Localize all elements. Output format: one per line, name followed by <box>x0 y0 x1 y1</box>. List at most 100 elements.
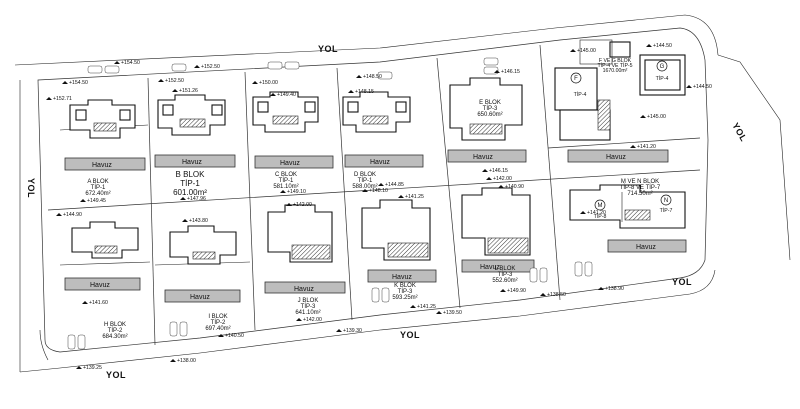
svg-text:TİP-4: TİP-4 <box>574 91 587 98</box>
level-marker: +145.00 <box>570 48 596 54</box>
svg-text:+152.71: +152.71 <box>53 96 72 102</box>
pool-label: Havuz <box>92 162 112 169</box>
svg-text:K BLOK: K BLOK <box>394 283 416 289</box>
pool-label: Havuz <box>90 282 110 289</box>
building-l <box>461 187 531 256</box>
svg-text:+147.96: +147.96 <box>187 196 206 202</box>
parking <box>67 57 593 350</box>
pool-fg: Havuz <box>567 149 669 163</box>
svg-text:TİP-3: TİP-3 <box>483 105 498 112</box>
pool-c: Havuz <box>254 155 334 169</box>
pool-label: Havuz <box>280 160 300 167</box>
level-marker: +149.10 <box>280 189 306 195</box>
pool-h: Havuz <box>64 277 141 291</box>
building-a <box>69 99 136 139</box>
svg-text:H BLOK: H BLOK <box>104 322 126 328</box>
svg-text:+144.85: +144.85 <box>385 182 404 188</box>
svg-text:+152.50: +152.50 <box>201 64 220 70</box>
svg-text:593.25m²: 593.25m² <box>392 295 417 301</box>
building-mn <box>569 184 686 229</box>
svg-text:+146.15: +146.15 <box>501 69 520 75</box>
svg-text:581.10m²: 581.10m² <box>273 184 298 190</box>
svg-text:TİP-7: TİP-7 <box>660 207 673 214</box>
level-marker: +147.96 <box>180 196 206 202</box>
level-marker: +139.50 <box>436 310 462 316</box>
svg-text:TİP-3: TİP-3 <box>398 288 413 295</box>
svg-text:TİP-8 VE TİP-7: TİP-8 VE TİP-7 <box>620 184 661 191</box>
svg-text:588.00m²: 588.00m² <box>352 184 377 190</box>
svg-text:+151.26: +151.26 <box>179 88 198 94</box>
svg-text:TİP-4: TİP-4 <box>656 75 669 82</box>
building-c <box>252 91 319 133</box>
svg-text:552.60m²: 552.60m² <box>492 278 517 284</box>
building-b <box>157 94 226 136</box>
road-label-left: YOL <box>26 178 36 198</box>
svg-text:+139.50: +139.50 <box>443 310 462 316</box>
svg-text:+144.90: +144.90 <box>63 212 82 218</box>
circle-tag-n: N TİP-7 <box>660 194 673 214</box>
pool-label: Havuz <box>190 294 210 301</box>
svg-text:TİP-3: TİP-3 <box>301 303 316 310</box>
level-marker: +140.90 <box>498 184 524 190</box>
svg-text:+138.90: +138.90 <box>605 286 624 292</box>
level-marker: +138.00 <box>170 358 196 364</box>
svg-text:J BLOK: J BLOK <box>298 298 319 304</box>
svg-text:650.60m²: 650.60m² <box>477 112 502 118</box>
pool-label: Havuz <box>370 159 390 166</box>
svg-text:N: N <box>664 198 668 204</box>
pool-label: Havuz <box>182 159 202 166</box>
level-marker: +154.50 <box>114 60 140 66</box>
building-e <box>449 77 523 141</box>
svg-text:+149.10: +149.10 <box>287 189 306 195</box>
pools: Havuz Havuz Havuz Havuz Havuz Havuz Havu… <box>64 149 687 303</box>
site-boundary <box>14 14 791 373</box>
pool-b: Havuz <box>154 154 236 168</box>
svg-text:+145.00: +145.00 <box>577 48 596 54</box>
svg-text:TİP-2: TİP-2 <box>211 319 226 326</box>
svg-text:L BLOK: L BLOK <box>495 266 516 272</box>
svg-text:D BLOK: D BLOK <box>354 172 376 178</box>
pool-a: Havuz <box>64 157 146 171</box>
building-j <box>267 204 333 263</box>
block-label-k: K BLOK TİP-3 593.25m² <box>392 283 417 301</box>
svg-text:+141.20: +141.20 <box>637 144 656 150</box>
pool-j: Havuz <box>264 281 346 294</box>
svg-text:+148.15: +148.15 <box>355 89 374 95</box>
level-marker: +144.50 <box>646 43 672 49</box>
svg-text:TİP-1: TİP-1 <box>91 184 106 191</box>
svg-text:601.00m²: 601.00m² <box>173 188 207 197</box>
svg-text:+149.90: +149.90 <box>507 288 526 294</box>
road-label-top: YOL <box>318 44 338 54</box>
svg-text:E BLOK: E BLOK <box>479 100 501 106</box>
level-marker: +148.50 <box>356 74 382 80</box>
level-marker: +139.25 <box>76 365 102 371</box>
svg-text:+142.00: +142.00 <box>303 317 322 323</box>
circle-tag-g: G TİP-4 <box>656 60 669 82</box>
building-d <box>342 91 411 133</box>
level-marker: +142.00 <box>296 317 322 323</box>
level-marker: +149.40 <box>270 92 296 98</box>
road-label-right: YOL <box>730 121 749 143</box>
road-label-bottom-center: YOL <box>400 330 420 340</box>
svg-text:+140.50: +140.50 <box>225 333 244 339</box>
svg-text:M VE N BLOK: M VE N BLOK <box>621 179 659 185</box>
circle-tag-f: F TİP-4 <box>570 72 587 98</box>
building-h <box>71 221 139 259</box>
svg-text:+138.00: +138.00 <box>177 358 196 364</box>
svg-text:714.50m²: 714.50m² <box>627 191 652 197</box>
svg-text:M: M <box>598 203 603 209</box>
block-label-h: H BLOK TİP-2 684.30m² <box>102 322 127 340</box>
block-label-l: L BLOK TİP-3 552.60m² <box>492 266 517 284</box>
level-marker: +141.60 <box>82 300 108 306</box>
svg-text:TİP-4 VE TİP-5: TİP-4 VE TİP-5 <box>597 62 632 69</box>
level-marker: +141.20 <box>580 210 606 216</box>
level-marker: +142.00 <box>286 202 312 208</box>
pool-d: Havuz <box>344 154 424 168</box>
svg-text:TİP-2: TİP-2 <box>108 327 123 334</box>
building-i <box>169 225 237 265</box>
svg-text:+141.25: +141.25 <box>405 194 424 200</box>
svg-text:B BLOK: B BLOK <box>176 170 206 179</box>
svg-text:+142.00: +142.00 <box>293 202 312 208</box>
svg-text:+148.10: +148.10 <box>369 188 388 194</box>
pool-k: Havuz <box>367 269 437 283</box>
